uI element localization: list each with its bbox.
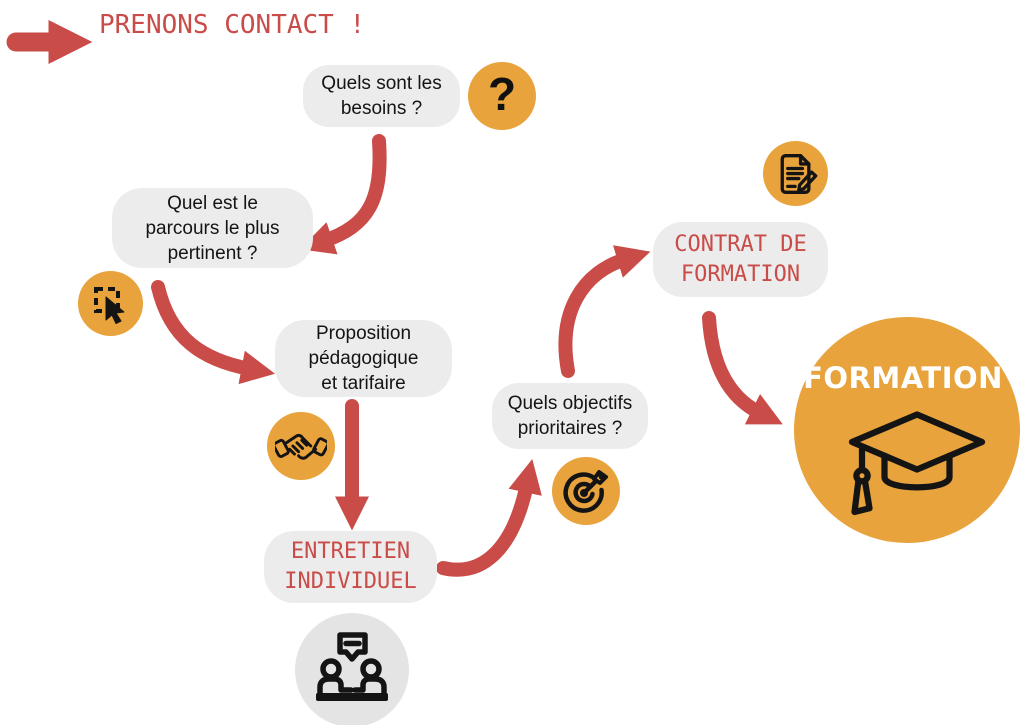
bubble-besoins-line2: besoins ? — [340, 98, 423, 119]
arrow-objectifs-to-contrat — [558, 245, 651, 378]
bubble-entretien-line1: ENTRETIEN — [290, 539, 411, 564]
bubble-parcours: Quel est le parcours le plus pertinent ? — [112, 188, 313, 268]
formation-circle: FORMATION — [794, 317, 1020, 543]
intro-title: PRENONS CONTACT ! — [99, 10, 365, 41]
bubble-contrat: CONTRAT DE FORMATION — [653, 222, 828, 297]
bubble-contrat-line2: FORMATION — [680, 261, 801, 287]
bubble-objectifs-line2: prioritaires ? — [517, 418, 623, 439]
bubble-objectifs-line1: Quels objectifs — [507, 393, 633, 414]
handshake-icon — [275, 433, 327, 460]
graduation-cap-icon — [848, 411, 986, 516]
bubble-besoins: Quels sont les besoins ? — [303, 65, 460, 127]
target-dart-icon — [563, 470, 608, 513]
formation-label: FORMATION — [803, 361, 1003, 395]
target-circle — [552, 457, 620, 525]
bubble-parcours-line1: Quel est le — [167, 192, 258, 214]
arrow-parcours-to-proposition — [151, 280, 276, 385]
bubble-proposition: Proposition pédagogique et tarifaire — [275, 320, 452, 397]
bubble-parcours-line2: parcours le plus — [145, 217, 280, 239]
meeting-discussion-icon — [316, 632, 388, 701]
contract-circle — [763, 141, 828, 206]
bubble-entretien: ENTRETIEN INDIVIDUEL — [264, 531, 437, 603]
document-sign-icon — [780, 153, 817, 194]
intro-title-line2: CONTACT ! — [224, 10, 366, 40]
bubble-proposition-line3: et tarifaire — [321, 373, 406, 394]
arrow-entretien-to-objectifs — [436, 459, 542, 577]
arrow-contrat-to-formation — [702, 311, 783, 425]
handshake-circle — [267, 412, 335, 480]
question-mark-icon: ? — [487, 68, 517, 120]
question-circle: ? — [468, 62, 536, 130]
bubble-besoins-line1: Quels sont les — [321, 73, 442, 94]
bubble-objectifs: Quels objectifs prioritaires ? — [492, 383, 648, 449]
bubble-proposition-line2: pédagogique — [308, 348, 419, 369]
cursor-select-icon — [93, 286, 124, 324]
arrow-besoins-to-parcours — [299, 134, 387, 255]
intro-title-line1: PRENONS — [99, 10, 209, 40]
bubble-contrat-line1: CONTRAT DE — [674, 231, 807, 257]
bubble-parcours-line3: pertinent ? — [167, 242, 258, 264]
bubble-proposition-line1: Proposition — [315, 323, 412, 344]
selection-circle — [78, 271, 143, 336]
meeting-circle — [295, 613, 409, 725]
bubble-entretien-line2: INDIVIDUEL — [284, 569, 417, 594]
